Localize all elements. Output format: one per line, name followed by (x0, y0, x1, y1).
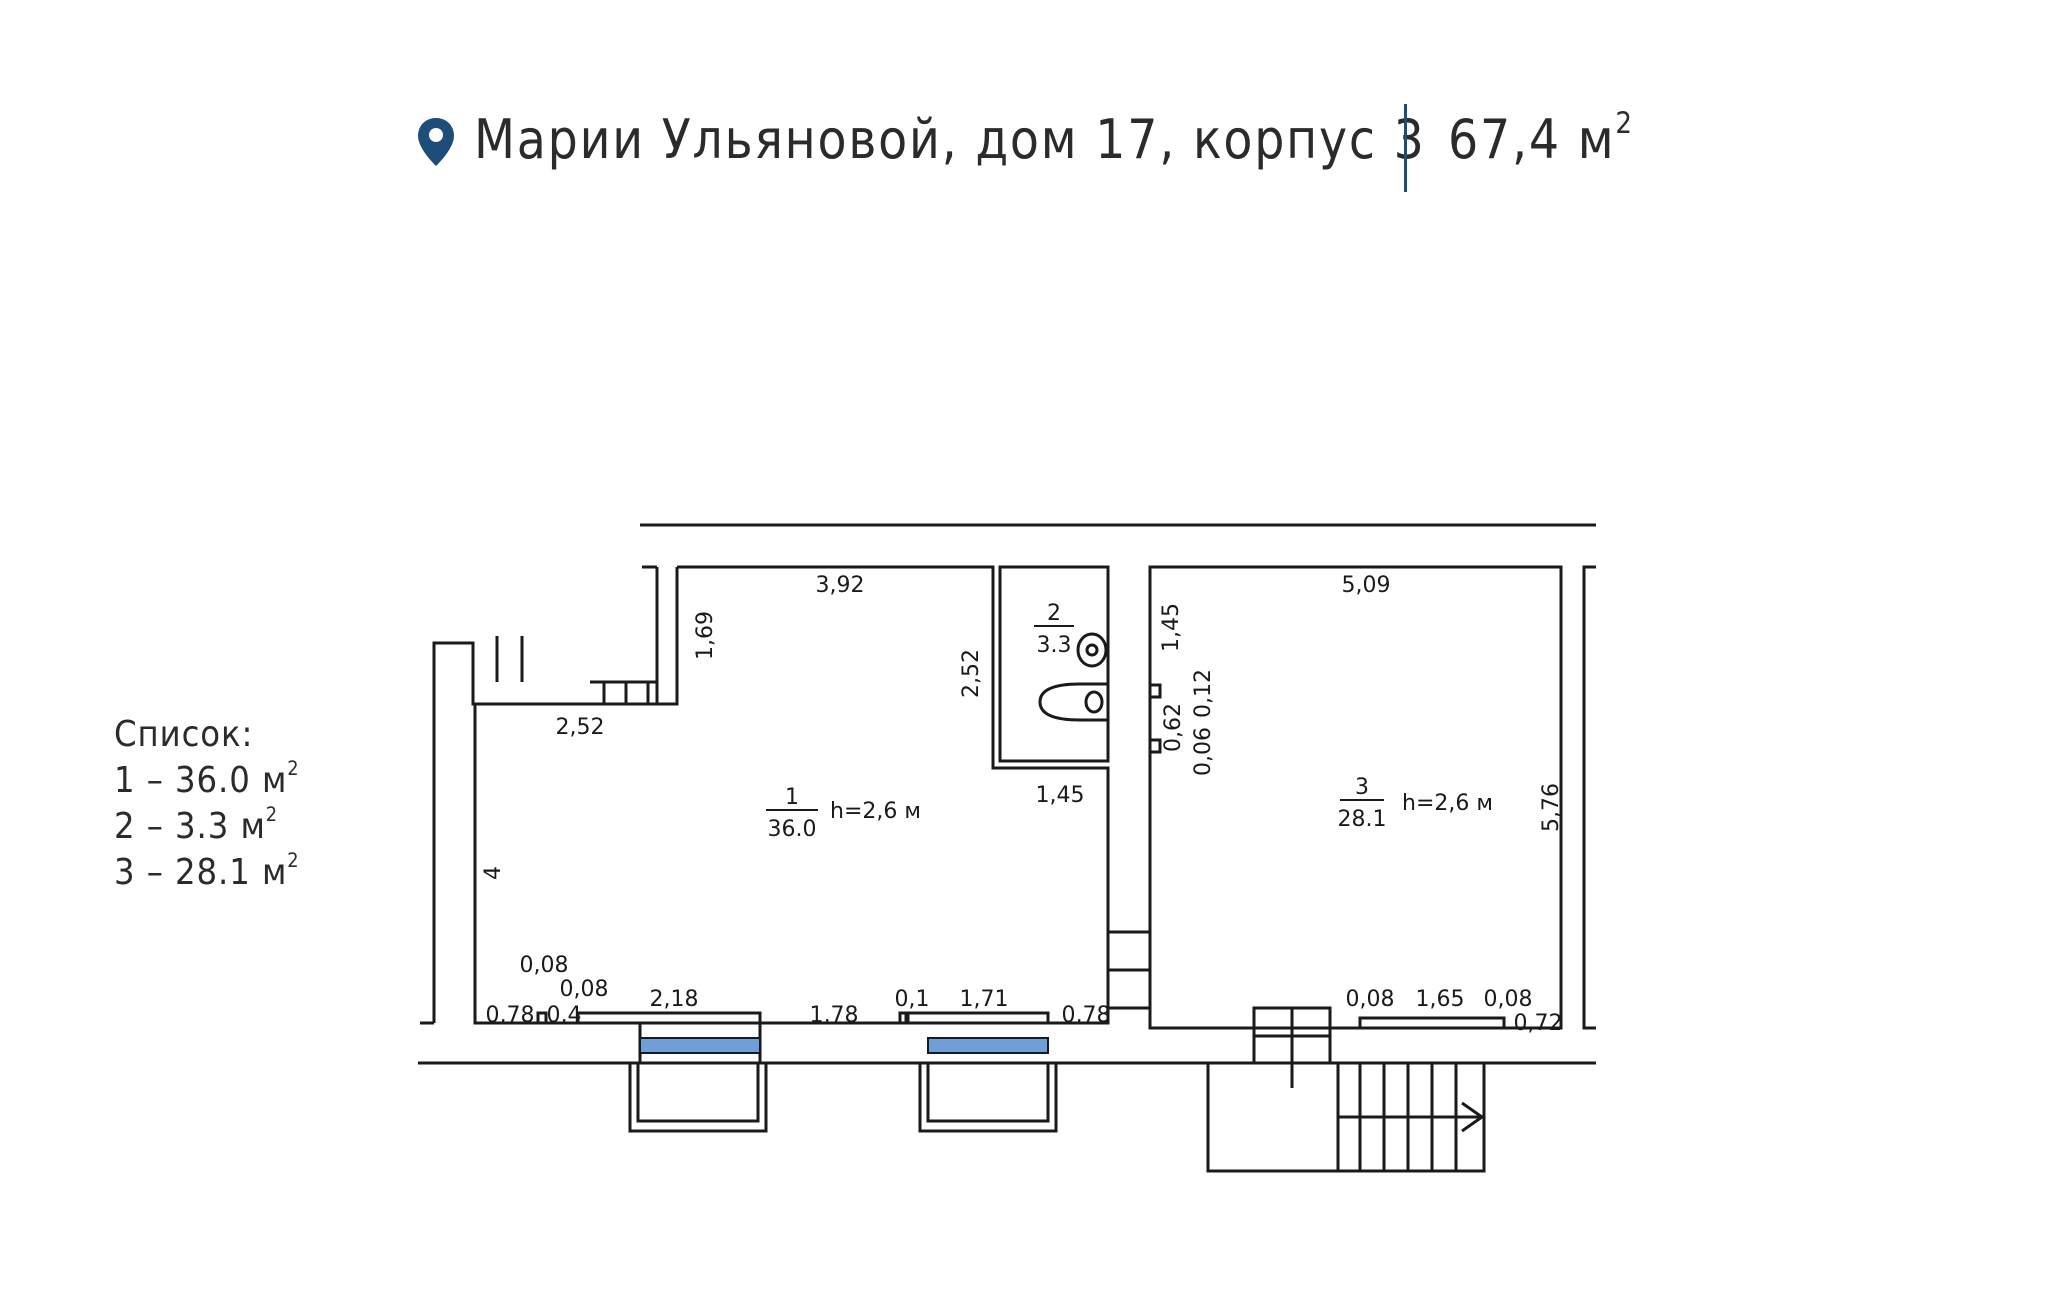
area-unit-superscript: 2 (1615, 105, 1634, 141)
dim-label: 5,76 (1539, 783, 1564, 832)
dim-label: 3,92 (816, 573, 865, 598)
legend-item-label: 2 – 3.3 м (114, 806, 266, 847)
window-glass (639, 1037, 1049, 1054)
dim-label: 0,12 (1191, 669, 1216, 718)
legend-item-sup: 2 (265, 803, 279, 827)
dimension-labels: 3,92 1,69 2,52 2,52 4 1,45 1,45 0,62 0,1… (481, 573, 1564, 1036)
room-1-label: 1 36.0 h=2,6 м (766, 785, 921, 842)
room-3-area: 28.1 (1338, 807, 1387, 832)
room-legend: Список: 1 – 36.0 м2 2 – 3.3 м2 3 – 28.1 … (114, 712, 300, 896)
room-1-height: h=2,6 м (830, 799, 921, 824)
legend-item-label: 3 – 28.1 м (114, 852, 288, 893)
dim-label: 1,69 (693, 611, 718, 660)
room-2-label: 2 3.3 (1034, 601, 1074, 658)
dim-label: 0,08 (1346, 987, 1395, 1012)
legend-item-label: 1 – 36.0 м (114, 760, 288, 801)
dim-label: 1,45 (1159, 603, 1184, 652)
location-pin-icon (418, 118, 454, 166)
dim-label: 0,78 (486, 1003, 535, 1028)
dim-label: 0,08 (1484, 987, 1533, 1012)
dim-label: 1,78 (810, 1003, 859, 1028)
dim-label: 2,52 (959, 649, 984, 698)
legend-item: 1 – 36.0 м2 (114, 758, 300, 804)
dim-label: 0,4 (547, 1003, 582, 1028)
address-title: Марии Ульяновой, дом 17, корпус 3 (474, 108, 1426, 171)
dim-label: 0,78 (1062, 1003, 1111, 1028)
dim-label: 5,09 (1342, 573, 1391, 598)
legend-item-sup: 2 (287, 757, 300, 781)
dim-label: 1,65 (1416, 987, 1465, 1012)
dim-label: 0,08 (560, 977, 609, 1002)
dim-label: 0,06 (1191, 727, 1216, 776)
legend-item-sup: 2 (287, 849, 300, 873)
dim-label: 2,18 (650, 987, 699, 1012)
plan-walls (418, 523, 1596, 1173)
dim-label: 0,1 (895, 987, 930, 1012)
dim-label: 2,52 (556, 715, 605, 740)
dim-label: 0,62 (1161, 703, 1186, 752)
dim-label: 1,71 (960, 987, 1009, 1012)
room-1-number: 1 (785, 785, 799, 810)
total-area-value: 67,4 м (1448, 108, 1616, 171)
dim-label: 0,08 (520, 953, 569, 978)
legend-title: Список: (114, 714, 254, 755)
dim-label: 4 (481, 866, 506, 880)
room-3-label: 3 28.1 h=2,6 м (1338, 775, 1493, 832)
room-1-area: 36.0 (768, 817, 817, 842)
total-area: 67,4 м2 (1448, 108, 1634, 171)
room-2-number: 2 (1047, 601, 1061, 626)
room-3-height: h=2,6 м (1402, 791, 1493, 816)
legend-item: 3 – 28.1 м2 (114, 850, 300, 896)
room-2-area: 3.3 (1037, 633, 1072, 658)
dim-label: 0,72 (1514, 1011, 1563, 1036)
dim-label: 1,45 (1036, 783, 1085, 808)
legend-item: 2 – 3.3 м2 (114, 804, 300, 850)
header-divider (1404, 104, 1407, 192)
room-3-number: 3 (1355, 775, 1369, 800)
